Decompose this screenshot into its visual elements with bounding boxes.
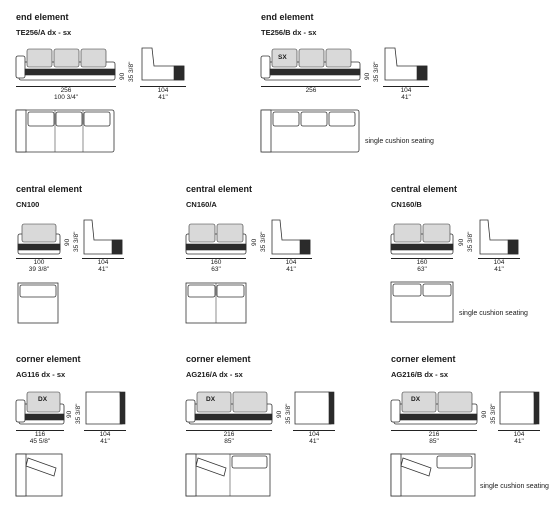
height-dimension: 90 bbox=[481, 410, 488, 418]
top-view-drawing bbox=[15, 453, 63, 497]
element-code: CN160/B bbox=[391, 200, 422, 209]
element-code: TE256/A dx - sx bbox=[16, 28, 72, 37]
front-view-drawing bbox=[390, 391, 478, 425]
element-code: AG216/A dx - sx bbox=[186, 370, 243, 379]
height-dimension-inch: 35 3/8" bbox=[467, 231, 474, 252]
element-title: central element bbox=[391, 184, 458, 194]
orientation-tag: DX bbox=[38, 396, 48, 403]
front-view-drawing bbox=[15, 48, 116, 81]
element-title: corner element bbox=[391, 354, 456, 364]
top-view-drawing bbox=[390, 281, 454, 323]
top-view-drawing bbox=[390, 453, 476, 497]
height-dimension: 90 bbox=[276, 410, 283, 418]
top-view-drawing bbox=[260, 109, 360, 153]
side-view-drawing bbox=[479, 219, 519, 255]
height-dimension: 90 bbox=[66, 410, 73, 418]
height-dimension-inch: 35 3/8" bbox=[260, 231, 267, 252]
element-code: CN100 bbox=[16, 200, 40, 209]
front-view-drawing bbox=[185, 391, 273, 425]
element-code: AG116 dx - sx bbox=[16, 370, 66, 379]
top-view-drawing bbox=[15, 109, 115, 153]
element-title: corner element bbox=[186, 354, 251, 364]
side-view-drawing bbox=[294, 391, 335, 425]
height-dimension-inch: 35 3/8" bbox=[285, 403, 292, 424]
height-dimension: 90 bbox=[119, 72, 126, 80]
side-view-drawing bbox=[499, 391, 540, 425]
seating-note: single cushion seating bbox=[365, 138, 434, 145]
side-view-drawing bbox=[141, 47, 185, 81]
seating-note: single cushion seating bbox=[480, 483, 549, 490]
orientation-tag: DX bbox=[206, 396, 216, 403]
element-title: end element bbox=[261, 12, 314, 22]
height-dimension-inch: 35 3/8" bbox=[373, 61, 380, 82]
side-view-drawing bbox=[271, 219, 311, 255]
height-dimension: 90 bbox=[64, 238, 71, 246]
width-dimension: 256 bbox=[261, 86, 361, 94]
height-dimension-inch: 35 3/8" bbox=[75, 403, 82, 424]
element-title: central element bbox=[16, 184, 83, 194]
element-code: AG216/B dx - sx bbox=[391, 370, 449, 379]
front-view-drawing bbox=[15, 391, 65, 425]
front-view-drawing bbox=[260, 48, 361, 81]
element-code: CN160/A bbox=[186, 200, 217, 209]
height-dimension: 90 bbox=[251, 238, 258, 246]
front-view-drawing bbox=[17, 223, 61, 255]
seating-note: single cushion seating bbox=[459, 310, 528, 317]
side-view-drawing bbox=[83, 219, 123, 255]
height-dimension-inch: 35 3/8" bbox=[73, 231, 80, 252]
height-dimension-inch: 35 3/8" bbox=[128, 61, 135, 82]
front-view-drawing bbox=[390, 223, 454, 255]
height-dimension: 90 bbox=[458, 238, 465, 246]
top-view-drawing bbox=[185, 282, 247, 324]
orientation-tag: DX bbox=[411, 396, 421, 403]
element-title: central element bbox=[186, 184, 253, 194]
element-title: end element bbox=[16, 12, 69, 22]
front-view-drawing bbox=[185, 223, 247, 255]
orientation-tag: SX bbox=[278, 54, 287, 61]
side-view-drawing bbox=[85, 391, 126, 425]
element-title: corner element bbox=[16, 354, 81, 364]
height-dimension: 90 bbox=[364, 72, 371, 80]
top-view-drawing bbox=[185, 453, 271, 497]
element-code: TE256/B dx - sx bbox=[261, 28, 317, 37]
side-view-drawing bbox=[384, 47, 428, 81]
top-view-drawing bbox=[17, 282, 59, 324]
height-dimension-inch: 35 3/8" bbox=[490, 403, 497, 424]
